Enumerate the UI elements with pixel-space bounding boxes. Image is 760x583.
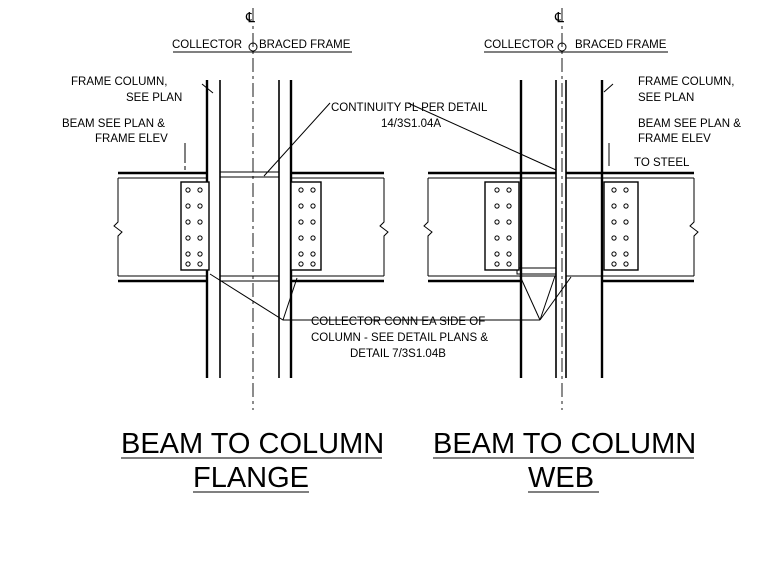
centerline-marker (248, 42, 258, 52)
beam-right (291, 171, 389, 283)
leaders-right (307, 83, 614, 321)
beam-note-1: BEAM SEE PLAN & (62, 118, 165, 130)
to-steel-note: TO STEEL (634, 157, 690, 169)
frame-column-note-1: FRAME COLUMN, (638, 76, 734, 88)
centerline-symbol: ℄ (245, 9, 255, 25)
beam-left (113, 171, 207, 283)
collector-conn-note-1: COLLECTOR CONN EA SIDE OF (311, 316, 485, 328)
detail-title-line-1: BEAM TO COLUMN (433, 428, 696, 460)
centerline-marker (557, 42, 567, 52)
detail-flange: ℄ COLLECTOR BRACED FRAME (62, 8, 488, 494)
beam-right (566, 171, 699, 283)
detail-web: ℄ COLLECTOR BRACED FRAME (307, 8, 741, 494)
continuity-note-1: CONTINUITY PL PER DETAIL (331, 102, 488, 114)
frame-column-note-2: SEE PLAN (126, 92, 182, 104)
beam-note-2: FRAME ELEV (638, 133, 711, 145)
collector-label: COLLECTOR (484, 39, 554, 51)
continuity-note-2: 14/3S1.04A (381, 118, 441, 130)
detail-title-line-2: FLANGE (193, 462, 309, 494)
beam-note-2: FRAME ELEV (95, 133, 168, 145)
frame-column-note-1: FRAME COLUMN, (71, 76, 167, 88)
continuity-plate (516, 172, 602, 275)
collector-conn-note-2: COLUMN - SEE DETAIL PLANS & (311, 332, 488, 344)
collector-plate-right (603, 181, 639, 271)
detail-title-line-2: WEB (528, 462, 594, 494)
collector-label: COLLECTOR (172, 39, 242, 51)
frame-column-web (519, 80, 604, 378)
beam-note-1: BEAM SEE PLAN & (638, 118, 741, 130)
collector-plate-left (180, 181, 210, 271)
continuity-plate (220, 171, 279, 282)
collector-plate-right (290, 181, 322, 271)
frame-column-note-2: SEE PLAN (638, 92, 694, 104)
collector-conn-note-3: DETAIL 7/3S1.04B (350, 348, 446, 360)
centerline-symbol: ℄ (554, 9, 564, 25)
leaders-left (184, 83, 331, 321)
beam-left (423, 171, 556, 283)
frame-column (205, 80, 293, 378)
detail-title-line-1: BEAM TO COLUMN (121, 428, 384, 460)
collector-plate-left (484, 181, 520, 271)
braced-frame-label: BRACED FRAME (575, 39, 667, 51)
braced-frame-label: BRACED FRAME (259, 39, 351, 51)
